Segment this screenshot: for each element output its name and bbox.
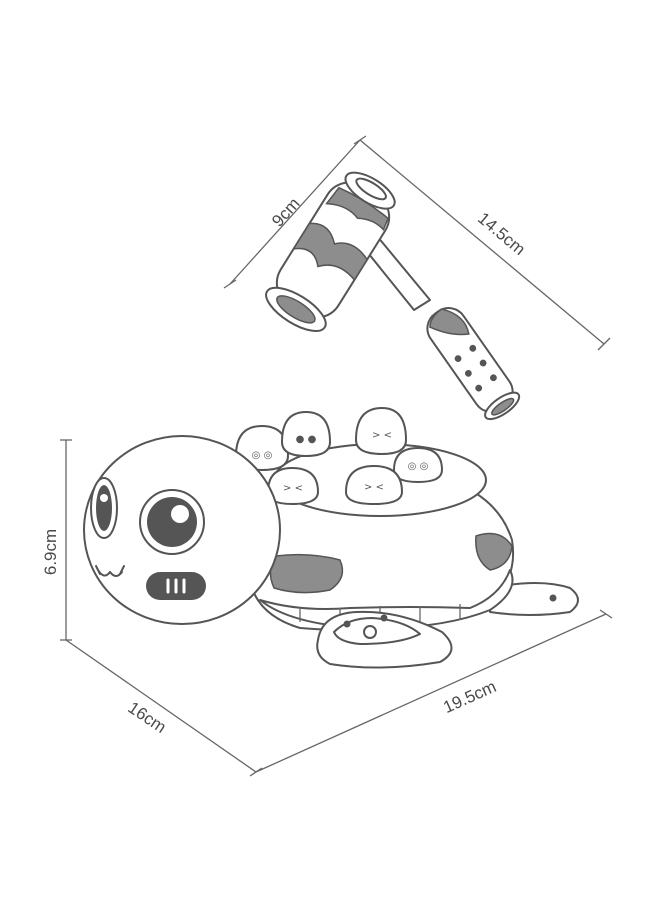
turtle-eye-right <box>139 489 205 555</box>
turtle-eye-left <box>90 477 118 539</box>
mole-5: > < <box>267 467 319 505</box>
mole-4: ◎ ◎ <box>393 447 443 483</box>
svg-text:◎ ◎: ◎ ◎ <box>408 461 429 472</box>
svg-text:> <: > < <box>372 430 392 441</box>
width-dimension-label: 16cm <box>125 698 170 737</box>
dimension-lines <box>60 135 613 777</box>
hammer-head-dimension-label: 9cm <box>268 194 304 231</box>
turtle-illustration: ◎ ◎ ● ● > < ◎ ◎ > < > < <box>83 407 579 669</box>
length-dimension-label: 19.5cm <box>440 677 499 717</box>
svg-text:◎ ◎: ◎ ◎ <box>252 450 273 461</box>
svg-text:> <: > < <box>283 483 303 494</box>
height-dimension-label: 6.9cm <box>41 529 60 575</box>
hammer-illustration <box>265 171 521 421</box>
svg-text:● ●: ● ● <box>296 434 317 445</box>
mole-6: > < <box>345 465 403 505</box>
svg-text:> <: > < <box>364 482 384 493</box>
mole-3: > < <box>355 407 407 455</box>
mole-2: ● ● <box>281 411 331 457</box>
hammer-length-dimension-label: 14.5cm <box>474 209 529 259</box>
